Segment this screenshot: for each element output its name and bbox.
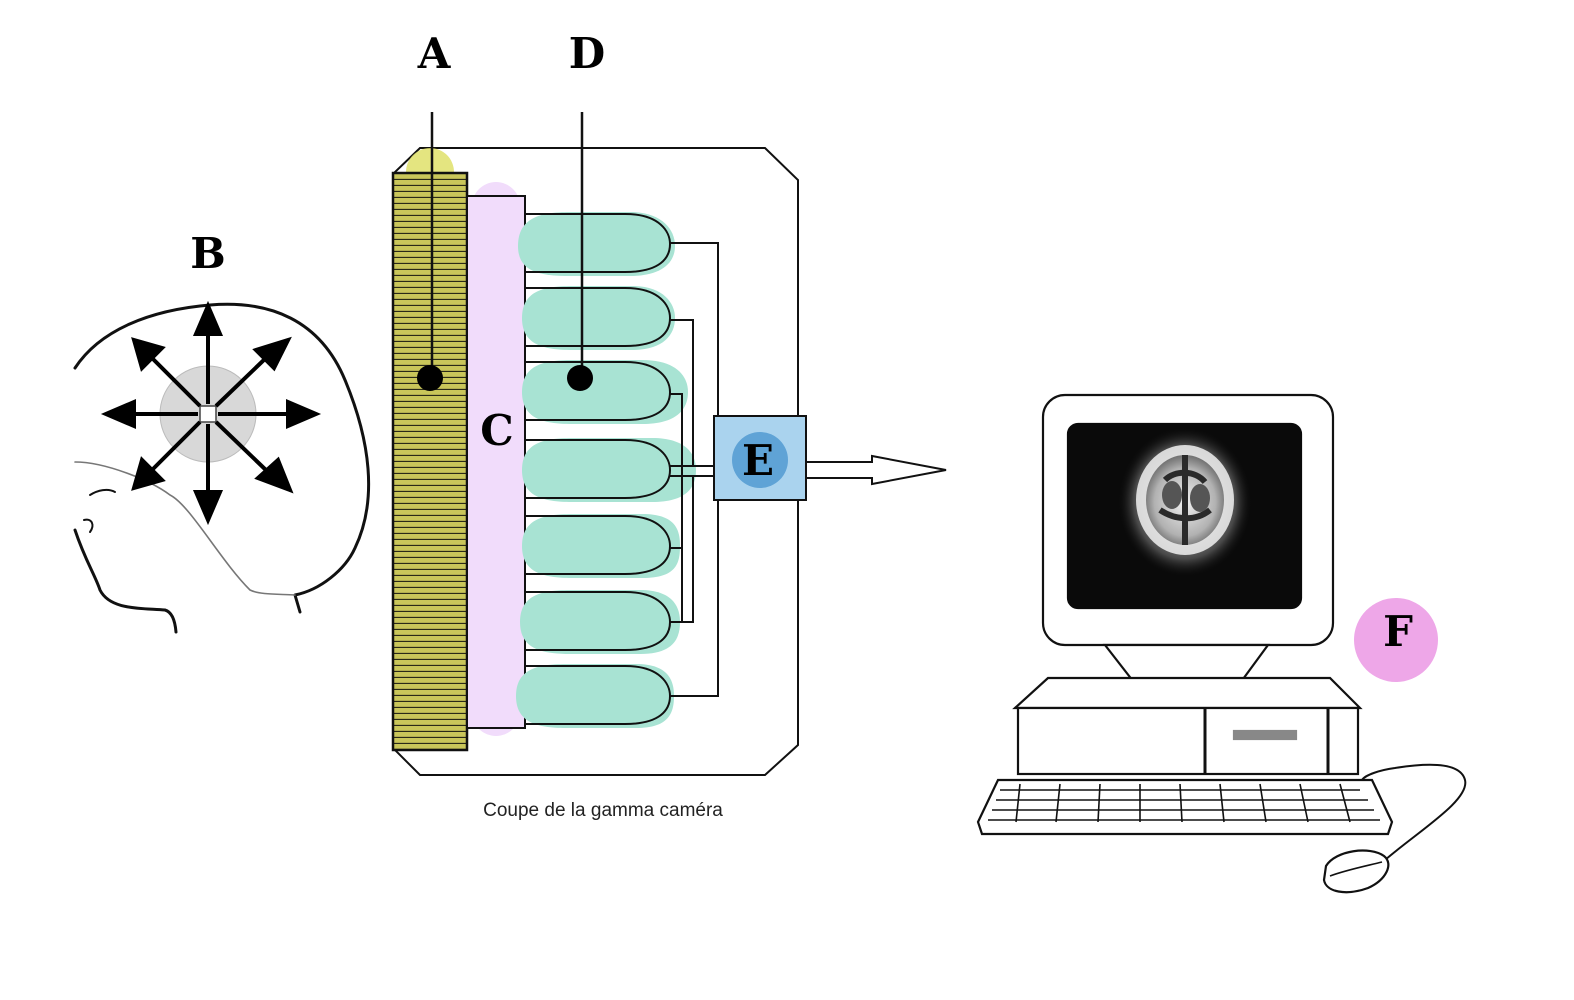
pointer-dot-a <box>417 365 443 391</box>
label-e: E <box>742 436 774 485</box>
crystal <box>466 195 526 729</box>
brain-scan-image-icon <box>1117 426 1253 578</box>
computer-badge <box>1354 598 1438 682</box>
signal-wiring <box>670 242 719 697</box>
camera-caption: Coupe de la gamma caméra <box>483 800 723 821</box>
pointer-dot-d <box>567 365 593 391</box>
output-arrow <box>805 454 947 486</box>
photomultiplier-tubes <box>516 212 696 728</box>
label-a: A <box>417 29 452 78</box>
head-profile-icon <box>73 302 371 634</box>
collimator <box>391 171 469 752</box>
label-f: F <box>1383 607 1413 656</box>
label-c: C <box>480 406 513 455</box>
mouse-icon <box>1322 763 1467 894</box>
gamma-emission-icon <box>100 300 322 526</box>
electronics-highlight <box>732 432 788 488</box>
label-b: B <box>190 229 226 278</box>
label-d: D <box>569 29 605 78</box>
keyboard-icon <box>976 778 1394 836</box>
